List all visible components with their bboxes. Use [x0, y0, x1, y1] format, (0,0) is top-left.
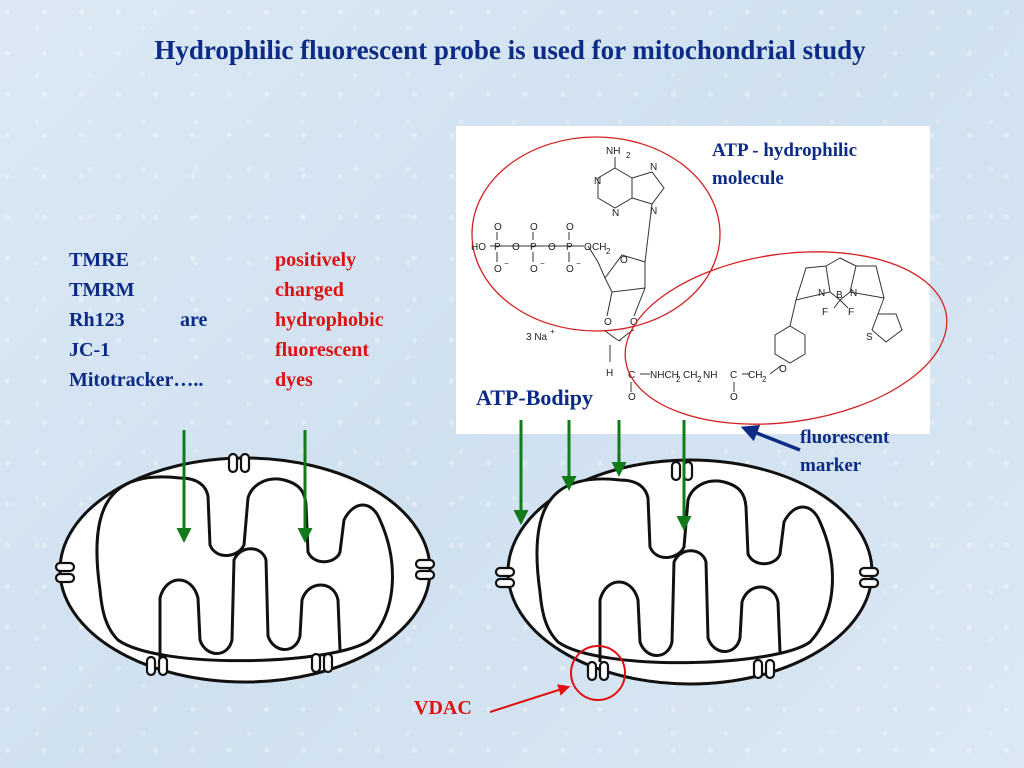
atom-label: P: [494, 242, 501, 253]
atom-label: CH: [748, 370, 762, 381]
atom-label: +: [550, 327, 555, 336]
atom-label: N: [650, 162, 657, 173]
atom-label: C: [730, 370, 737, 381]
atom-label: O: [548, 242, 556, 253]
atp-bodipy-structure: [490, 157, 903, 392]
probe-arrows: [176, 420, 692, 543]
atom-label: O: [584, 242, 592, 253]
atom-label: N: [594, 176, 601, 187]
atom-label: P: [530, 242, 537, 253]
atom-label: CH: [592, 242, 606, 253]
atom-label: O: [779, 364, 787, 375]
atom-label: O: [566, 264, 574, 275]
atom-label: N: [850, 288, 857, 299]
vdac-label: VDAC: [414, 697, 472, 719]
dye-name: Mitotracker…..: [69, 369, 204, 391]
atom-label: CH: [683, 370, 697, 381]
atp-bodipy-label: ATP-Bodipy: [476, 385, 593, 410]
atom-label: O: [628, 392, 636, 403]
connector-word: are: [180, 309, 208, 331]
bodipy-highlight-ring: [624, 251, 948, 425]
atom-label: O: [494, 264, 502, 275]
atom-label: O: [512, 242, 520, 253]
atom-label: 3 Na: [526, 332, 548, 343]
dye-name-list: TMRE TMRM Rh123 JC-1 Mitotracker…..: [69, 245, 203, 395]
atom-label: N: [612, 208, 619, 219]
atom-label: 2: [606, 247, 611, 256]
fluorescent-marker-label: fluorescent marker: [800, 427, 890, 476]
description-line: dyes: [275, 369, 313, 391]
atom-label: O: [494, 222, 502, 233]
atom-label: HO: [471, 242, 486, 253]
atom-label: O: [630, 317, 638, 328]
description-line: charged: [275, 279, 344, 301]
atom-label: 2: [697, 375, 702, 384]
marker-pointer-arrow: [740, 424, 801, 452]
atom-label: O: [566, 222, 574, 233]
atom-label: O: [530, 222, 538, 233]
atom-label: H: [606, 368, 613, 379]
atom-label: −: [576, 259, 581, 268]
atom-label: O: [604, 317, 612, 328]
atom-label: −: [540, 259, 545, 268]
atom-label: N: [650, 206, 657, 217]
dye-name: JC-1: [69, 339, 111, 361]
atom-label: 2: [676, 375, 681, 384]
atom-label: O: [530, 264, 538, 275]
atom-label: F: [822, 307, 828, 318]
description-line: fluorescent: [275, 339, 370, 361]
dye-description: positively charged hydrophobic fluoresce…: [275, 245, 384, 395]
description-line: hydrophobic: [275, 309, 384, 331]
atom-label: B: [836, 290, 843, 301]
dye-name: Rh123: [69, 309, 125, 331]
atom-label: 2: [626, 151, 631, 160]
atom-label: S: [866, 332, 873, 343]
atom-label: NH: [606, 146, 620, 157]
atom-label: −: [504, 259, 509, 268]
atom-label: NHCH: [650, 370, 679, 381]
atom-label: O: [620, 255, 628, 266]
atom-label: C: [628, 370, 635, 381]
atom-label: 2: [762, 375, 767, 384]
vdac-highlight-ring: [570, 645, 626, 701]
dye-name: TMRE: [69, 249, 129, 271]
atom-label: F: [848, 307, 854, 318]
slide-title: Hydrophilic fluorescent probe is used fo…: [154, 35, 866, 65]
mitochondrion-right: [494, 458, 880, 686]
mitochondrion-left: [54, 452, 436, 684]
dye-name: TMRM: [69, 279, 135, 301]
vdac-pointer-arrow: [489, 684, 571, 713]
atp-label: ATP - hydrophilic molecule: [712, 140, 857, 189]
structure-atom-labels: NH 2 N N N N O O O HO P O P O P O CH 2 O…: [471, 146, 873, 403]
atom-label: O: [730, 392, 738, 403]
description-line: positively: [275, 249, 357, 271]
atp-highlight-ring: [471, 136, 721, 332]
atom-label: P: [566, 242, 573, 253]
atom-label: N: [818, 288, 825, 299]
chemical-structure-panel: [456, 126, 930, 434]
atom-label: NH: [703, 370, 717, 381]
